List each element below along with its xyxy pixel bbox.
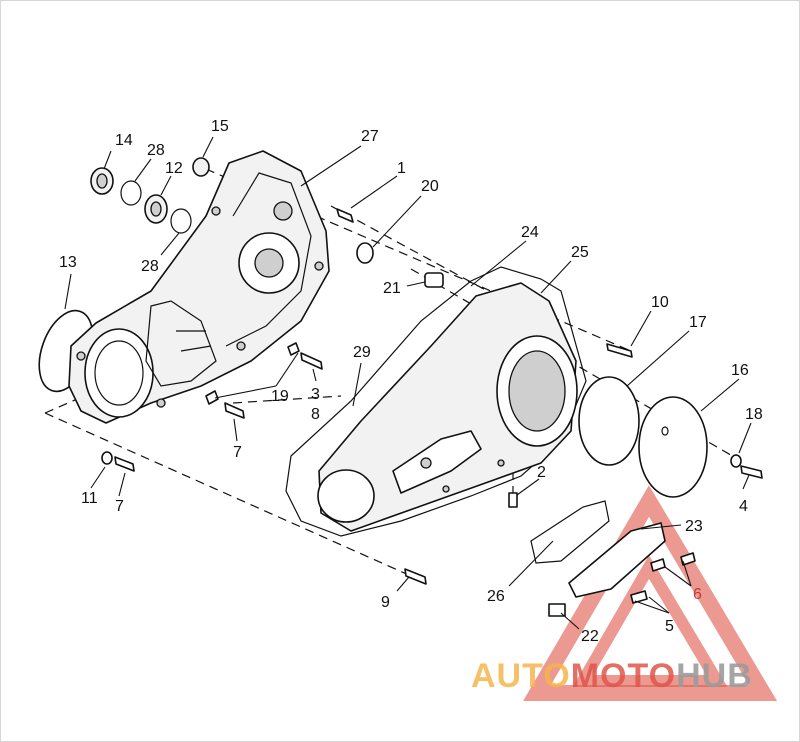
callout-3: 3 <box>311 386 320 403</box>
inspection-cover-assembly <box>530 500 696 617</box>
screw-10 <box>606 343 633 358</box>
dowel-pin-1 <box>336 208 354 223</box>
outer-primary-cover-25 <box>285 266 587 537</box>
screw-7b <box>114 456 135 472</box>
callout-22: 22 <box>581 628 599 645</box>
callout-28b: 28 <box>141 258 159 275</box>
inspection-cover-23 <box>568 522 666 598</box>
callout-20: 20 <box>421 178 439 195</box>
watermark-triangle-logo <box>523 485 778 701</box>
screw-7a <box>224 402 245 419</box>
callout-23: 23 <box>685 518 703 535</box>
callout-26: 26 <box>487 588 505 605</box>
washer-18 <box>730 454 742 468</box>
screw-2 <box>508 492 518 508</box>
retaining-ring-28a <box>120 180 142 206</box>
callout-4: 4 <box>739 498 748 515</box>
callout-labels: 14 28 12 15 28 27 1 20 13 24 25 21 10 17… <box>59 118 763 645</box>
callout-27: 27 <box>361 128 379 145</box>
callout-5: 5 <box>665 618 674 635</box>
derby-gasket-17 <box>578 376 640 466</box>
callout-12: 12 <box>165 160 183 177</box>
callout-15: 15 <box>211 118 229 135</box>
callout-25: 25 <box>571 244 589 261</box>
callout-7a: 7 <box>233 444 242 461</box>
screw-9 <box>404 568 427 585</box>
screw-3 <box>300 352 323 370</box>
clip-19a <box>287 342 300 356</box>
bushing-20 <box>356 242 374 264</box>
clip-19b <box>205 390 219 405</box>
watermark-wordmark: AUTOMOTOHUB <box>471 657 753 696</box>
small-parts-upper <box>336 208 444 288</box>
callout-17: 17 <box>689 314 707 331</box>
callout-7b: 7 <box>115 498 124 515</box>
callout-21: 21 <box>383 280 401 297</box>
callout-18: 18 <box>745 406 763 423</box>
bearing-stack <box>90 157 210 234</box>
washer-11 <box>101 451 113 465</box>
callout-13: 13 <box>59 254 77 271</box>
spacer-21 <box>424 272 444 288</box>
callout-19: 19 <box>271 388 289 405</box>
fasteners-left <box>101 342 323 472</box>
callout-1: 1 <box>397 160 406 177</box>
callout-14: 14 <box>115 132 133 149</box>
watermark-part-moto: MOTO <box>570 657 677 695</box>
callout-8: 8 <box>311 406 320 423</box>
callout-24: 24 <box>521 224 539 241</box>
callout-29: 29 <box>353 344 371 361</box>
callout-6: 6 <box>693 586 702 603</box>
derby-cover-16 <box>638 396 708 498</box>
watermark-part-hub: HUB <box>676 657 753 695</box>
watermark-part-auto: AUTO <box>471 657 571 695</box>
screw-4 <box>740 465 763 479</box>
retaining-ring-28b <box>170 208 192 234</box>
inner-primary-housing-27 <box>68 150 330 424</box>
callout-2: 2 <box>537 464 546 481</box>
callout-11: 11 <box>81 490 98 507</box>
callout-10: 10 <box>651 294 669 311</box>
callout-9: 9 <box>381 594 390 611</box>
callout-16: 16 <box>731 362 749 379</box>
inspection-gasket-26 <box>530 500 610 564</box>
fasteners-right <box>404 343 763 585</box>
seal-15 <box>192 157 210 177</box>
callout-28a: 28 <box>147 142 165 159</box>
leader-lines <box>64 136 752 630</box>
